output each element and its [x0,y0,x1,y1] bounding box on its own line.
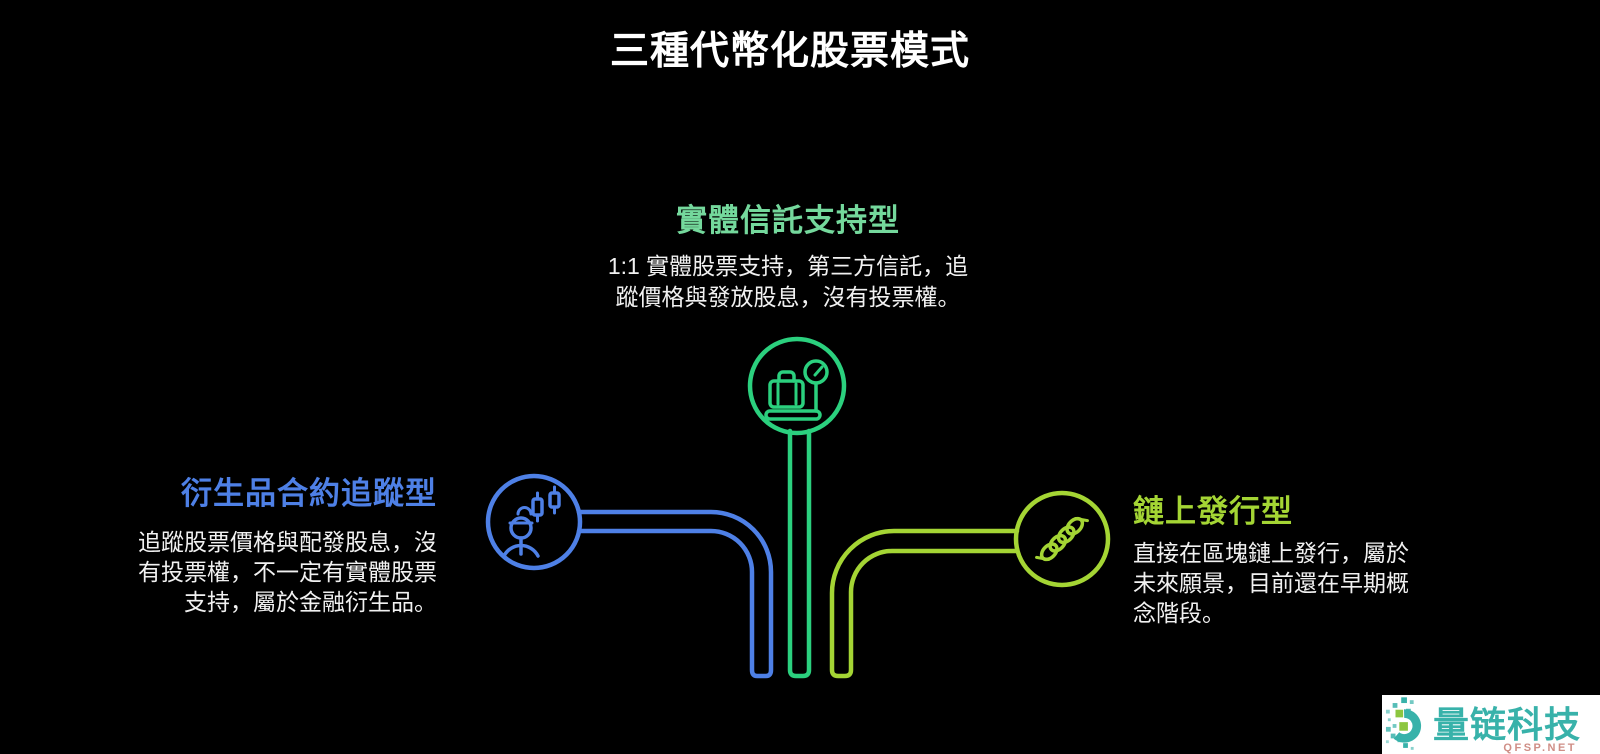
derivative-node-circle [485,473,583,571]
text-line: 1:1 實體股票支持，第三方信託，追 [607,253,969,279]
derivative-node-title: 衍生品合約追蹤型 [181,476,437,511]
derivative-node-description: 追蹤股票價格與配發股息，沒 有投票權，不一定有實體股票 支持，屬於金融衍生品。 [117,527,437,617]
watermark-badge: 量链科技 QFSP.NET [1382,695,1600,754]
trust-node-description: 1:1 實體股票支持，第三方信託，追 蹤價格與發放股息，沒有投票權。 [589,251,987,313]
text-line: 直接在區塊鏈上發行，屬於 [1133,540,1409,566]
trust-node-circle [747,336,847,436]
watermark-brand-name: 量链科技 [1433,703,1582,745]
trader-candlestick-icon [502,485,561,558]
luggage-scale-icon [764,359,829,421]
text-line: 有投票權，不一定有實體股票 [138,559,437,585]
trust-node-title: 實體信託支持型 [676,203,900,238]
page-title: 三種代幣化股票模式 [609,30,970,73]
onchain-connector-line [829,528,1020,679]
onchain-node-description: 直接在區塊鏈上發行，屬於 未來願景，目前還在早期概 念階段。 [1133,538,1433,628]
onchain-node-title: 鏈上發行型 [1133,494,1293,529]
chain-links-icon [1035,516,1089,562]
trust-connector-line [787,428,812,679]
text-line: 追蹤股票價格與配發股息，沒 [138,529,437,555]
text-line: 未來願景，目前還在早期概 [1133,570,1409,596]
text-line: 蹤價格與發放股息，沒有投票權。 [615,284,961,310]
watermark-domain: QFSP.NET [1503,741,1578,754]
onchain-node-circle [1013,490,1111,588]
text-line: 念階段。 [1133,600,1225,626]
watermark-logo-icon [1385,696,1422,750]
derivative-connector-line [576,509,774,679]
text-line: 支持，屬於金融衍生品。 [184,589,437,615]
